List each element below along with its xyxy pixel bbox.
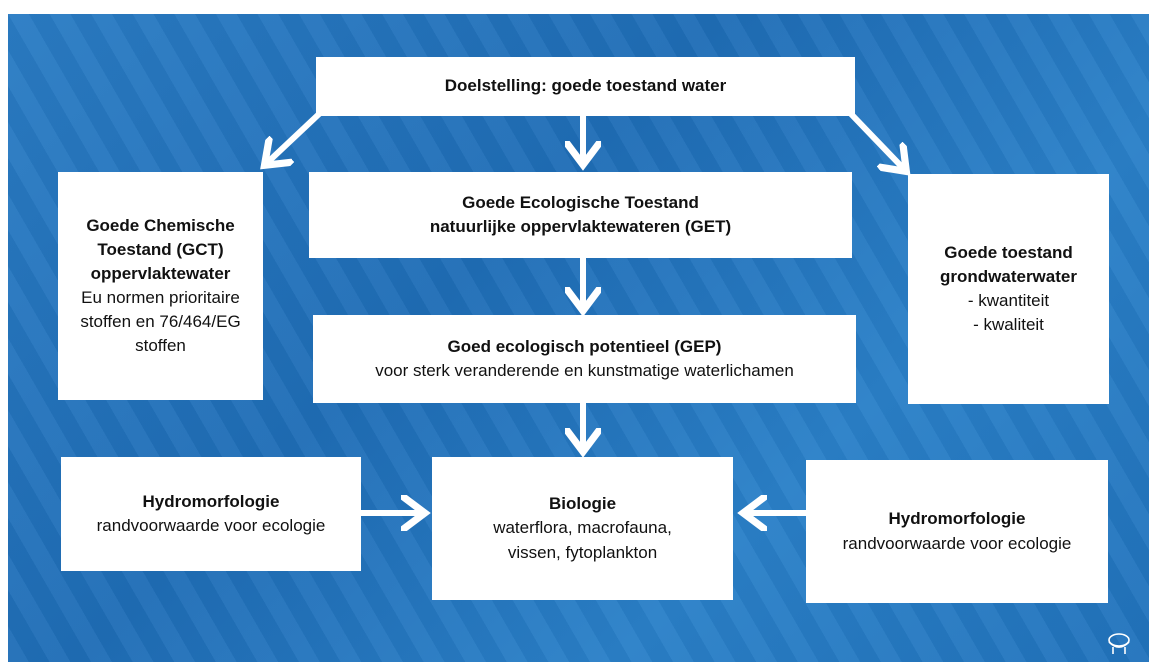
gep-title: Goed ecologisch potentieel (GEP) [447, 336, 722, 356]
gct-text-line2: stoffen en 76/464/EG [80, 312, 241, 332]
gep-box: Goed ecologisch potentieel (GEP) voor st… [313, 315, 856, 403]
biology-box: Biologie waterflora, macrofauna, vissen,… [432, 457, 733, 600]
hydro-left-title: Hydromorfologie [142, 491, 280, 511]
gct-text-line3: stoffen [135, 336, 186, 356]
corner-mark-icon [1108, 633, 1130, 654]
biology-text-line1: waterflora, macrofauna, [493, 518, 672, 538]
groundwater-item-quality: - kwaliteit [973, 315, 1044, 335]
gct-title-line2: Toestand (GCT) [97, 239, 224, 259]
groundwater-title-line1: Goede toestand [944, 242, 1073, 262]
get-title-line1: Goede Ecologische Toestand [462, 192, 699, 212]
groundwater-item-quantity: - kwantiteit [967, 291, 1050, 310]
gep-text: voor sterk veranderende en kunstmatige w… [375, 361, 794, 380]
top-margin [0, 0, 1149, 14]
hydro-left-text: randvoorwaarde voor ecologie [96, 516, 326, 535]
arrow-goal-to-gct [268, 110, 323, 162]
arrow-goal-to-groundwater [847, 110, 903, 168]
gct-text-line1: Eu normen prioritaire [81, 288, 240, 307]
gct-title-line3: oppervlaktewater [90, 263, 231, 283]
gct-title-line1: Goede Chemische [86, 215, 235, 235]
biology-title: Biologie [548, 494, 617, 514]
get-title-line2: natuurlijke oppervlaktewateren (GET) [429, 217, 732, 236]
goal-title: Doelstelling: goede toestand water [444, 76, 727, 96]
hydro-right-box: Hydromorfologie randvoorwaarde voor ecol… [806, 460, 1108, 603]
gct-box: Goede Chemische Toestand (GCT) oppervlak… [58, 172, 263, 400]
biology-text-line2: vissen, fytoplankton [507, 542, 658, 562]
get-box: Goede Ecologische Toestand natuurlijke o… [309, 172, 852, 258]
groundwater-title-line2: grondwaterwater [940, 266, 1077, 286]
hydro-right-text: randvoorwaarde voor ecologie [842, 533, 1072, 553]
groundwater-box: Goede toestand grondwaterwater - kwantit… [908, 174, 1109, 404]
hydro-right-title: Hydromorfologie [888, 509, 1026, 529]
goal-box: Doelstelling: goede toestand water [316, 57, 855, 116]
hydro-left-box: Hydromorfologie randvoorwaarde voor ecol… [61, 457, 361, 571]
